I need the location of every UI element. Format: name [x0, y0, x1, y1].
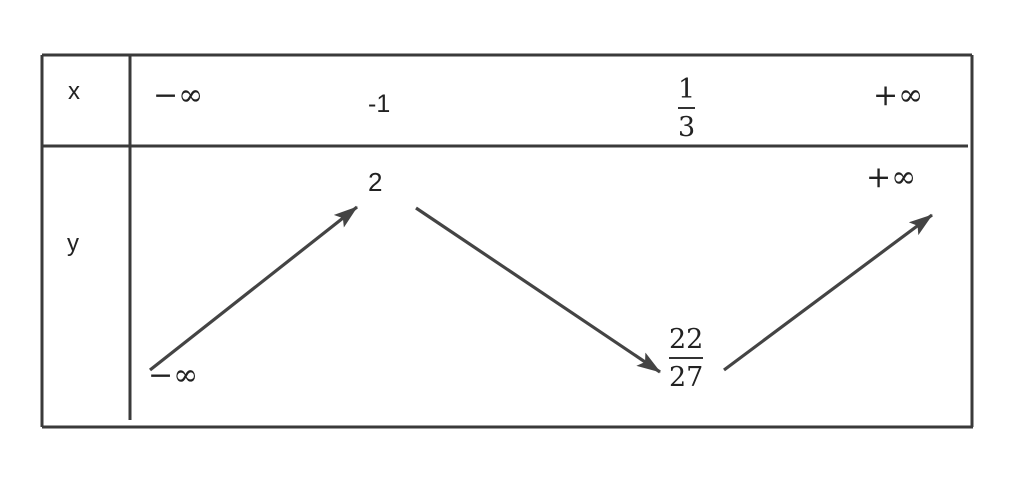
y-local-min: 22 27: [669, 324, 704, 393]
y-minus-infinity: −∞: [148, 358, 199, 393]
fraction-bar: [678, 107, 696, 109]
fraction-numerator: 1: [678, 74, 696, 105]
x-critical-point-1: -1: [368, 90, 391, 118]
x-plus-infinity: +∞: [873, 78, 924, 113]
y-plus-infinity: +∞: [866, 160, 917, 195]
y-row-label: y: [67, 230, 79, 257]
x-critical-point-2: 1 3: [678, 74, 696, 143]
x-minus-infinity: −∞: [153, 78, 204, 113]
x-row-label: x: [68, 78, 80, 105]
fraction-numerator: 22: [669, 324, 704, 355]
y-local-max: 2: [368, 167, 383, 197]
arrow-increasing-2: [723, 213, 933, 372]
fraction-denominator: 3: [678, 112, 696, 143]
fraction-denominator: 27: [669, 362, 704, 393]
fraction-bar: [669, 357, 704, 359]
arrow-increasing-1: [149, 205, 358, 372]
arrow-decreasing: [415, 206, 661, 374]
